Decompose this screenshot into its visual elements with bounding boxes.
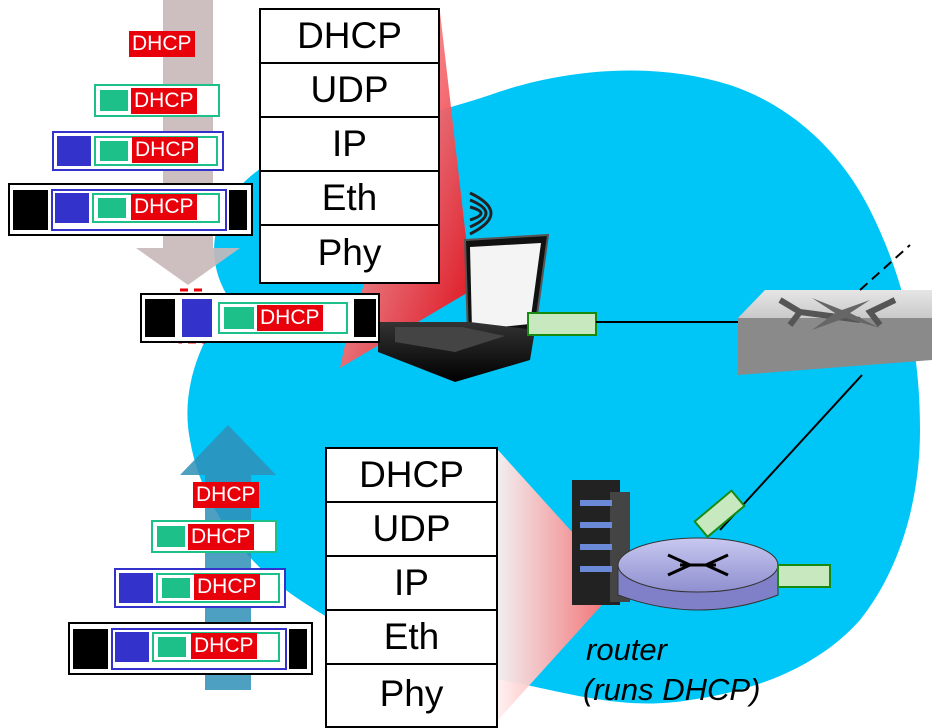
top-stack-layer-ip: IP	[261, 118, 438, 172]
packet-ip-top-dhcp: DHCP	[132, 137, 198, 163]
router-sublabel: (runs DHCP)	[583, 672, 761, 707]
packet-eth-top-dhcp: DHCP	[131, 194, 197, 220]
packet-eth-top: DHCP	[8, 183, 253, 236]
bottom-stack-layer-phy: Phy	[379, 672, 444, 714]
wifi-icon	[469, 191, 493, 236]
switch-icon	[738, 290, 932, 375]
bottom-stack-layer-eth: Eth	[327, 611, 496, 665]
packet-at-laptop: DHCP	[140, 293, 380, 343]
bottom-stack-layer-ip: IP	[327, 557, 496, 611]
top-stack-layer-phy: Phy	[317, 232, 382, 273]
packet-udp-bottom: DHCP	[151, 520, 277, 553]
packet-ip-top: DHCP	[52, 131, 224, 171]
packet-udp-top-dhcp: DHCP	[131, 88, 197, 114]
top-protocol-stack: DHCP UDP IP Eth Phy	[259, 8, 440, 284]
packet-udp-bottom-dhcp: DHCP	[188, 524, 254, 550]
top-stack-layer-dhcp: DHCP	[261, 10, 438, 64]
top-stack-layer-eth: Eth	[261, 172, 438, 226]
packet-udp-top: DHCP	[94, 84, 220, 117]
packet-ip-bottom-dhcp: DHCP	[194, 574, 260, 600]
up-arrow	[180, 425, 276, 690]
bottom-stack-wedge	[498, 450, 620, 720]
packet-dhcp-bottom: DHCP	[193, 482, 259, 508]
bottom-stack-layer-udp: UDP	[327, 503, 496, 557]
laptop-nic	[527, 312, 597, 336]
packet-eth-bottom-dhcp: DHCP	[191, 633, 257, 659]
router-icon	[617, 537, 779, 611]
router-label: router	[586, 632, 667, 667]
packet-at-laptop-dhcp: DHCP	[257, 305, 323, 331]
bottom-protocol-stack: DHCP UDP IP Eth Phy	[325, 447, 498, 728]
laptop-icon	[378, 233, 550, 382]
server-icon	[572, 480, 630, 605]
router-nic-top	[693, 489, 746, 539]
packet-ip-bottom: DHCP	[114, 568, 286, 608]
packet-eth-bottom: DHCP	[68, 622, 313, 675]
top-stack-layer-udp: UDP	[261, 64, 438, 118]
router-nic-right	[777, 564, 831, 588]
bottom-stack-layer-dhcp: DHCP	[327, 449, 496, 503]
packet-dhcp-top: DHCP	[129, 31, 195, 57]
